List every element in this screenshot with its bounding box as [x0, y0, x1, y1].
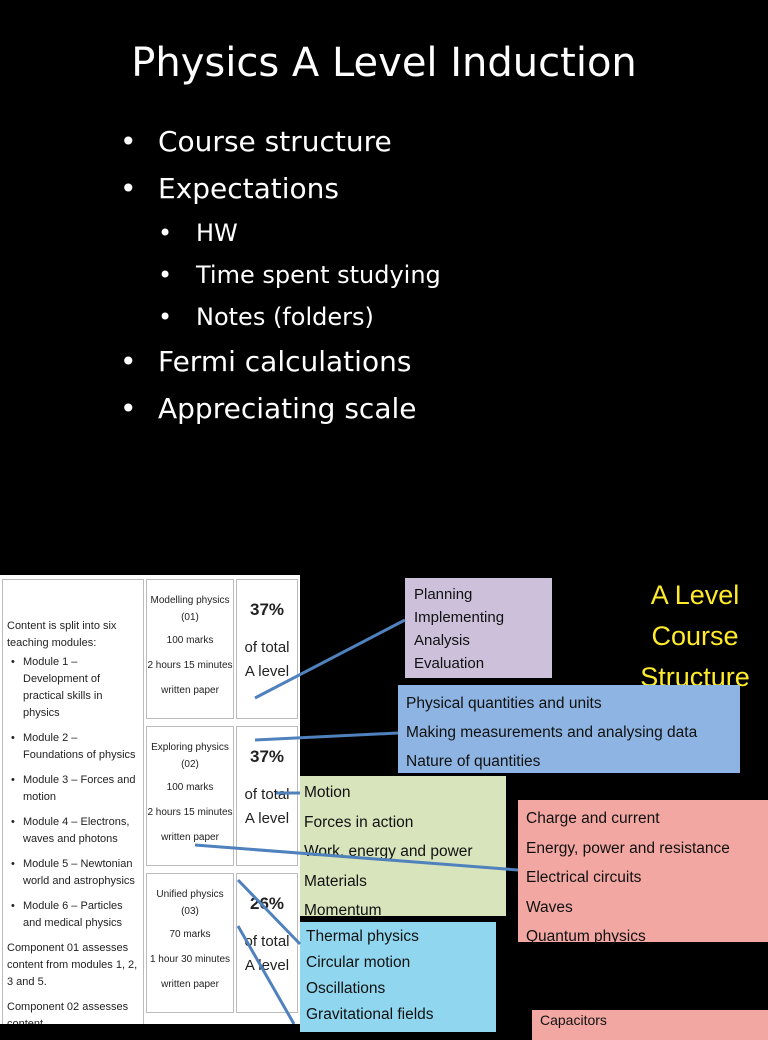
slide-title: Physics A Level Induction	[131, 40, 637, 86]
paper-code: (03)	[181, 906, 199, 917]
connector-line	[236, 925, 296, 1024]
connector-line	[236, 878, 302, 946]
paper-marks: 100 marks	[166, 635, 214, 646]
pct-cell-02: 37% of total A level	[236, 726, 298, 866]
module5-newtonian-box: Thermal physics Circular motion Oscillat…	[300, 922, 496, 1032]
module-item: Module 6 – Particles and medical physics	[7, 898, 139, 932]
sub-bullet-item: Time spent studying	[158, 254, 441, 296]
sub-bullet-item: HW	[158, 212, 441, 254]
paper-name: Exploring physics	[151, 742, 229, 753]
sub-bullet-item: Notes (folders)	[158, 296, 441, 338]
of-total-label: of total	[244, 786, 290, 803]
paper-cell-03: Unified physics (03) 70 marks 1 hour 30 …	[146, 873, 234, 1013]
module3-forces-box: Motion Forces in action Work, energy and…	[300, 776, 506, 919]
connector-line	[194, 843, 519, 872]
paper-code: (01)	[181, 612, 199, 623]
paper-time: 2 hours 15 minutes	[147, 660, 233, 671]
of-total-label: of total	[244, 933, 290, 950]
box-item: Energy, power and resistance	[526, 839, 730, 857]
level-label: A level	[244, 810, 290, 827]
box-item: Gravitational fields	[306, 1006, 434, 1023]
component-note: Component 01 assesses content from modul…	[7, 942, 138, 988]
bullet-item: Fermi calculations	[120, 338, 441, 385]
box-item: Oscillations	[306, 980, 386, 997]
bullet-item: Expectations	[120, 165, 441, 212]
box-item: Planning	[414, 586, 473, 603]
paper-percentage: 37%	[249, 747, 285, 766]
paper-name: Unified physics	[156, 889, 224, 900]
paper-code: (02)	[181, 759, 199, 770]
content-cell: Content is split into six teaching modul…	[2, 579, 144, 1024]
module1-skills-box: Planning Implementing Analysis Evaluatio…	[405, 578, 552, 678]
module-item: Module 3 – Forces and motion	[7, 772, 139, 806]
level-label: A level	[244, 957, 290, 974]
module-item: Module 4 – Electrons, waves and photons	[7, 814, 139, 848]
paper-marks: 70 marks	[169, 929, 211, 940]
box-item: Physical quantities and units	[406, 695, 602, 712]
pct-cell-01: 37% of total A level	[236, 579, 298, 719]
connector-line	[254, 618, 406, 700]
module2-foundations-box: Physical quantities and units Making mea…	[398, 685, 740, 773]
paper-type: written paper	[161, 685, 219, 696]
module-item: Module 1 – Development of practical skil…	[7, 654, 139, 722]
course-table-image: Content is split into six teaching modul…	[0, 575, 300, 1024]
box-item: Analysis	[414, 632, 470, 649]
module-item: Module 2 – Foundations of physics	[7, 730, 139, 764]
paper-marks: 100 marks	[166, 782, 214, 793]
box-item: Charge and current	[526, 810, 660, 827]
box-item: Making measurements and analysing data	[406, 724, 698, 741]
box-item: Momentum	[304, 902, 382, 919]
box-item: Forces in action	[304, 813, 414, 831]
level-label: A level	[244, 663, 290, 680]
box-item: Quantum physics	[526, 928, 646, 945]
box-item: Evaluation	[414, 655, 485, 672]
paper-time: 2 hours 15 minutes	[147, 807, 233, 818]
box-item: Nature of quantities	[406, 753, 541, 770]
box-item: Motion	[304, 784, 351, 801]
box-item: Circular motion	[306, 954, 411, 971]
paper-type: written paper	[161, 979, 219, 990]
module4-electrons-box: Charge and current Energy, power and res…	[518, 800, 768, 945]
module-item: Module 5 – Newtonian world and astrophys…	[7, 856, 139, 890]
box-item: Thermal physics	[306, 928, 419, 945]
paper-percentage: 37%	[249, 600, 285, 619]
box-item: Materials	[304, 872, 367, 890]
paper-name: Modelling physics	[150, 595, 230, 606]
box-item: Electrical circuits	[526, 869, 642, 886]
paper-cell-02: Exploring physics (02) 100 marks 2 hours…	[146, 726, 234, 866]
box-item: Waves	[526, 898, 573, 916]
component-note-2: Component 02 assesses content	[7, 1001, 129, 1024]
paper-percentage: 26%	[249, 894, 285, 913]
paper-time: 1 hour 30 minutes	[149, 954, 231, 965]
paper-type: written paper	[161, 832, 219, 843]
bullet-item: Course structure	[120, 118, 441, 165]
box-item: Implementing	[414, 609, 505, 626]
connector-line	[254, 731, 399, 742]
of-total-label: of total	[244, 639, 290, 656]
module-list: Module 1 – Development of practical skil…	[7, 654, 139, 932]
paper-cell-01: Modelling physics (01) 100 marks 2 hours…	[146, 579, 234, 719]
content-intro: Content is split into six teaching modul…	[7, 620, 117, 649]
bullet-list: Course structure Expectations HW Time sp…	[120, 118, 441, 432]
bullet-item: Appreciating scale	[120, 385, 441, 432]
